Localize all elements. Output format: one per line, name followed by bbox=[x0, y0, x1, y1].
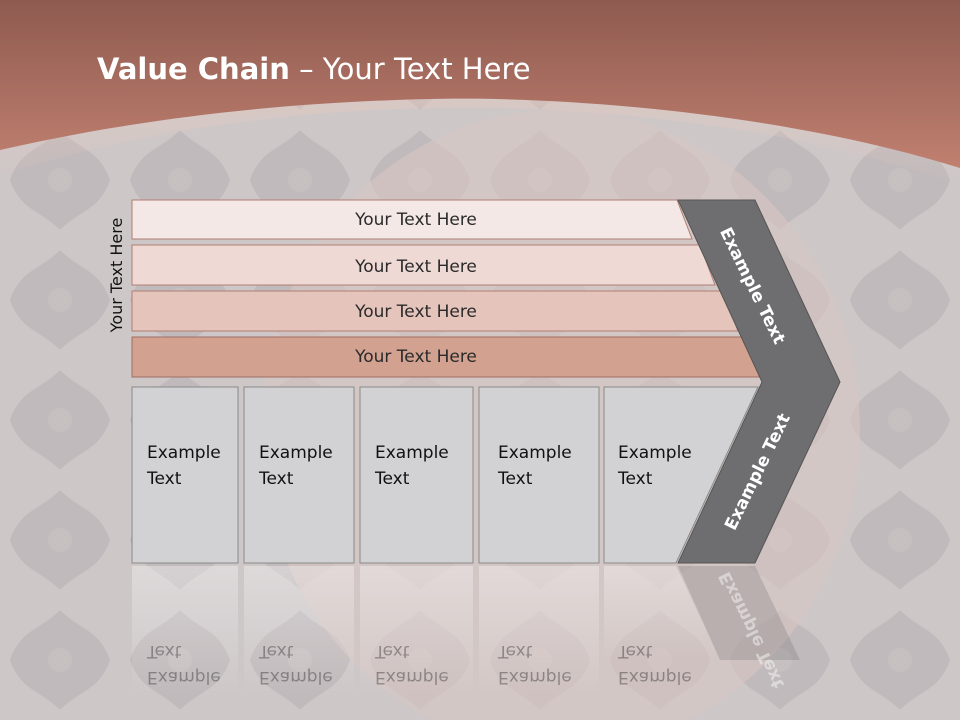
row-1[interactable]: Your Text Here bbox=[131, 199, 693, 240]
box-3-reflection-line1: Example bbox=[375, 667, 449, 687]
box-1-reflection-line1: Example bbox=[147, 667, 221, 687]
box-4-reflection-line2: Text bbox=[497, 641, 533, 661]
row-4-label: Your Text Here bbox=[354, 347, 477, 367]
box-1-line1: Example bbox=[147, 443, 221, 463]
box-1-line2: Text bbox=[146, 469, 182, 489]
box-3-reflection-line2: Text bbox=[374, 641, 410, 661]
row-2[interactable]: Your Text Here bbox=[131, 244, 716, 286]
box-1-reflection-line2: Text bbox=[146, 641, 182, 661]
row-2-label: Your Text Here bbox=[354, 257, 477, 277]
box-5-reflection-line1: Example bbox=[618, 667, 692, 687]
box-4-line2: Text bbox=[497, 469, 533, 489]
box-5-reflection-line2: Text bbox=[617, 641, 653, 661]
box-4-reflection-line1: Example bbox=[498, 667, 572, 687]
slide-title-rest: – Your Text Here bbox=[289, 52, 531, 86]
row-4[interactable]: Your Text Here bbox=[131, 336, 763, 378]
box-1[interactable]: Example Text bbox=[131, 386, 239, 564]
box-3[interactable]: Example Text bbox=[359, 386, 474, 564]
slide-title-bold: Value Chain bbox=[97, 52, 290, 86]
row-3-label: Your Text Here bbox=[354, 302, 477, 322]
box-2-line2: Text bbox=[258, 469, 294, 489]
box-3-line1: Example bbox=[375, 443, 449, 463]
box-5[interactable]: Example Text bbox=[603, 386, 759, 564]
box-5-line1: Example bbox=[618, 443, 692, 463]
box-3-line2: Text bbox=[374, 469, 410, 489]
diagram-reflection bbox=[132, 566, 800, 696]
box-2-reflection-line2: Text bbox=[258, 641, 294, 661]
slide-title: Value Chain – Your Text Here bbox=[97, 52, 531, 86]
box-4-line1: Example bbox=[498, 443, 572, 463]
box-5-line2: Text bbox=[617, 469, 653, 489]
row-3[interactable]: Your Text Here bbox=[131, 290, 739, 332]
row-1-label: Your Text Here bbox=[354, 210, 477, 230]
box-2-reflection-line1: Example bbox=[259, 667, 333, 687]
box-2[interactable]: Example Text bbox=[243, 386, 355, 564]
box-2-line1: Example bbox=[259, 443, 333, 463]
box-4[interactable]: Example Text bbox=[478, 386, 600, 564]
